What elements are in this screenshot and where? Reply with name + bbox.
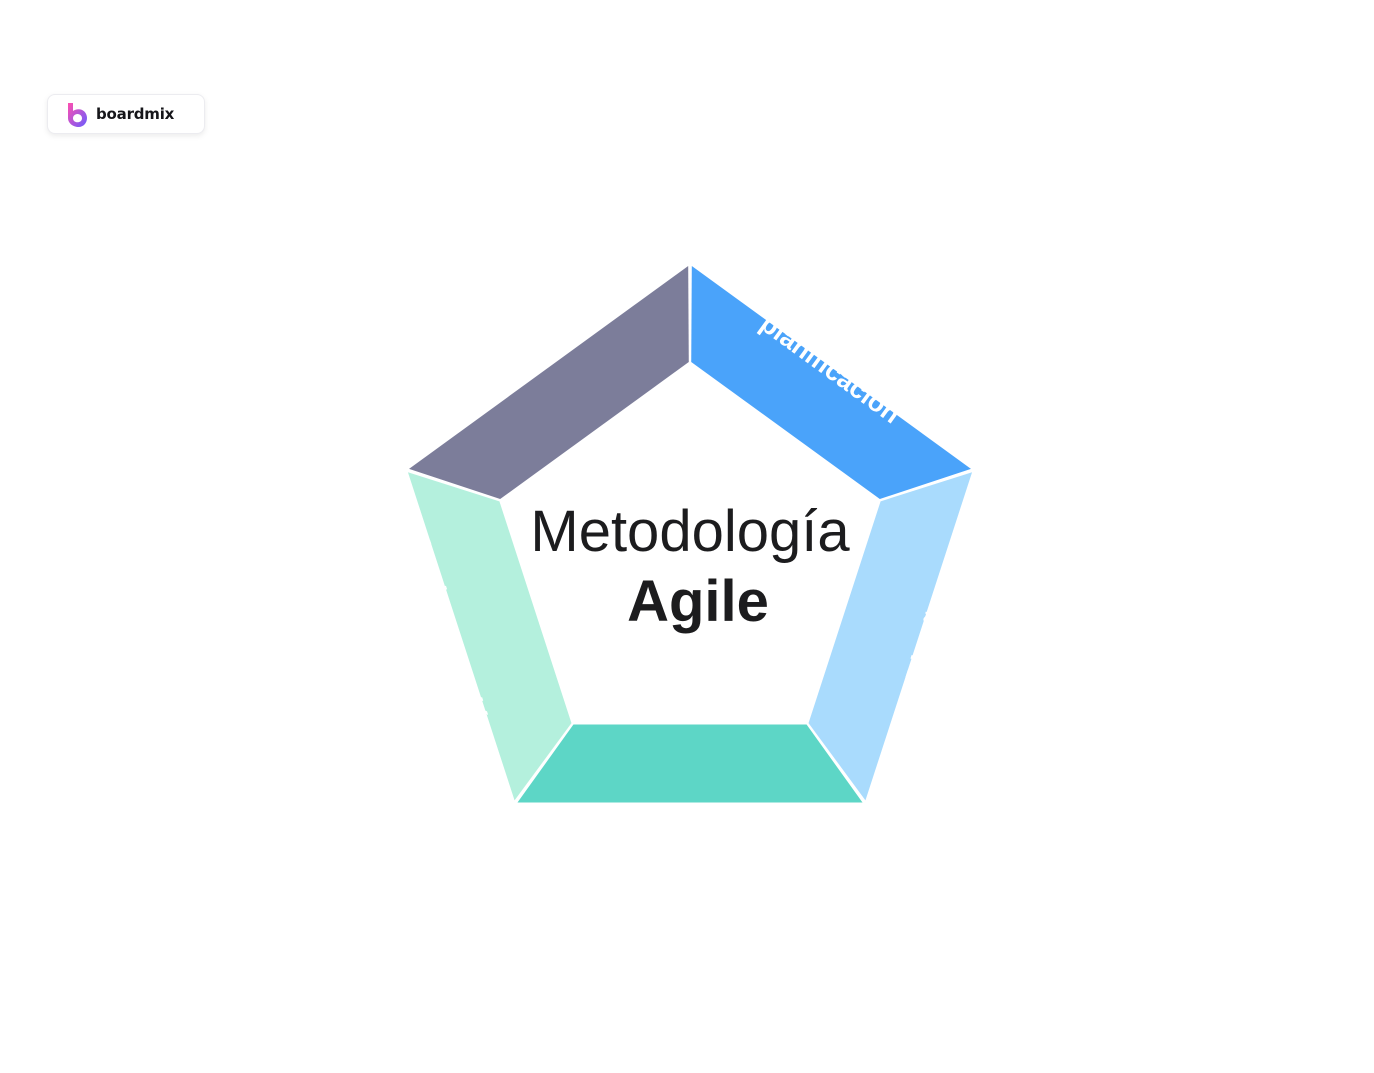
boardmix-logo-badge[interactable]: boardmix bbox=[47, 94, 205, 134]
cycle-segment-3 bbox=[517, 724, 863, 803]
boardmix-logo-icon bbox=[68, 103, 87, 127]
cycle-segment-1 bbox=[691, 266, 971, 500]
center-title-line1: Metodología bbox=[530, 499, 850, 564]
center-title-line2: Agile bbox=[627, 569, 769, 634]
cycle-segment-label-line: Código y pruebas bbox=[576, 799, 804, 829]
brand-name: boardmix bbox=[96, 105, 175, 123]
cycle-segment-4 bbox=[407, 472, 572, 801]
cycle-segment-2 bbox=[808, 472, 973, 801]
cycle-segment-label-3: Código y pruebas bbox=[576, 799, 804, 829]
cycle-segment-5 bbox=[409, 266, 689, 500]
